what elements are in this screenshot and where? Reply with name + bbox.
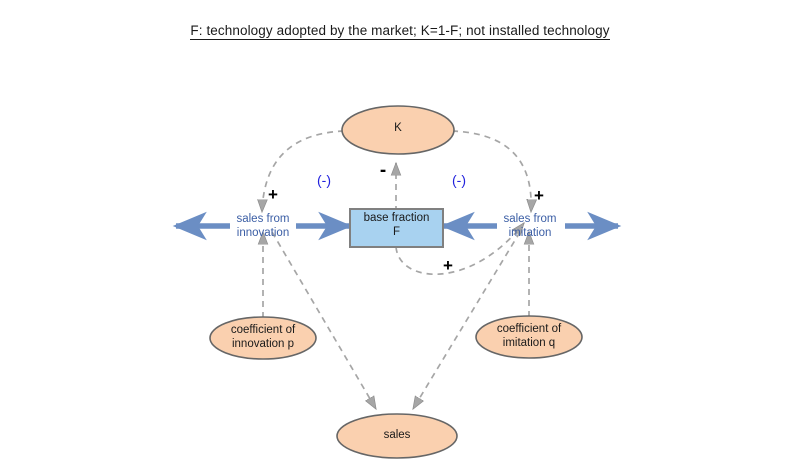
link-imitation-to-sales — [412, 231, 521, 409]
polarity-f-to-imitation: + — [443, 256, 453, 275]
diagram-title-text: F: technology adopted by the market; K=1… — [190, 23, 610, 40]
polarity-f-to-k: - — [379, 160, 387, 181]
link-k-to-imitation — [451, 130, 531, 212]
causal-links — [262, 130, 531, 409]
node-sales[interactable] — [336, 413, 458, 459]
link-innovation-to-sales — [271, 231, 377, 409]
flow-sales-from-innovation-label-line2: innovation — [236, 227, 290, 239]
loop-mark-right: (-) — [452, 172, 466, 188]
node-coefficient-innovation-p[interactable] — [209, 316, 317, 360]
node-coefficient-imitation-q[interactable] — [475, 315, 583, 359]
loop-mark-left: (-) — [317, 172, 331, 188]
flow-sales-from-imitation-label-line2: imitation — [508, 227, 552, 239]
polarity-k-to-innovation: + — [268, 185, 278, 204]
node-base-fraction-f[interactable] — [349, 208, 444, 248]
flow-sales-from-innovation-label-line1: sales from — [236, 213, 290, 225]
diagram-title: F: technology adopted by the market; K=1… — [0, 23, 800, 40]
node-k[interactable] — [341, 105, 455, 155]
link-f-to-imitation — [395, 223, 524, 275]
flow-sales-from-imitation-label-line1: sales from — [503, 213, 557, 225]
link-k-to-innovation — [262, 130, 345, 212]
polarity-k-to-imitation: + — [534, 186, 544, 205]
